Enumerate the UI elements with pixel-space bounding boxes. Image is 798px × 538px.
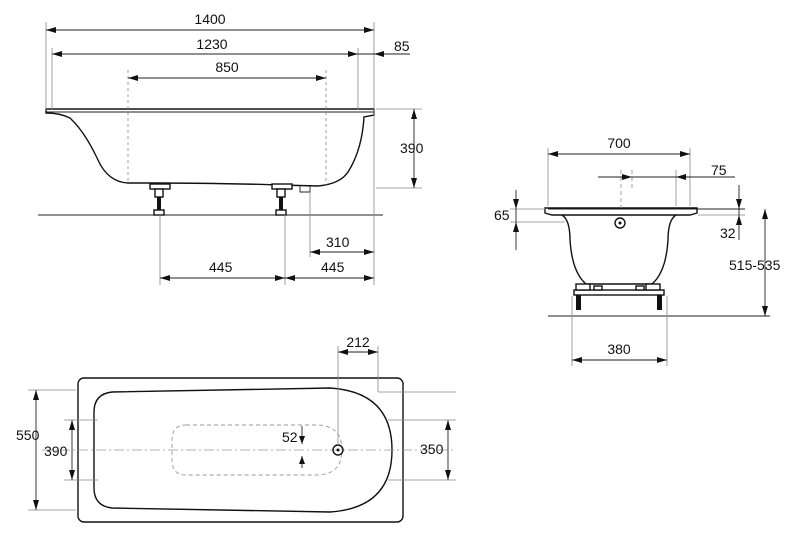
dim-drain-offset-top: 212 — [346, 334, 370, 350]
top-view-bowl-outline — [93, 387, 393, 513]
end-view-frame — [573, 283, 665, 310]
dim-overflow-offset: 75 — [711, 162, 727, 178]
dim-drain-offset-side: 310 — [326, 234, 350, 250]
top-view: 52 212 550 390 350 — [16, 334, 456, 523]
side-view-tub-outline — [45, 108, 375, 187]
side-view-drain — [299, 186, 311, 193]
dim-inner-width: 390 — [44, 443, 68, 459]
side-view: 1400 1230 85 850 390 310 445 445 — [38, 11, 424, 285]
top-view-bottom-outline — [171, 424, 343, 476]
dim-inner-length: 1230 — [196, 36, 227, 52]
dim-drain-diameter: 52 — [282, 429, 298, 445]
dim-leg-span: 380 — [607, 341, 631, 357]
end-view-overflow-hole — [614, 217, 626, 229]
dim-end-height: 515-535 — [729, 257, 781, 273]
end-view-rim — [544, 207, 698, 216]
dim-leg-to-end: 445 — [321, 259, 345, 275]
dim-depth: 390 — [400, 140, 424, 156]
dim-rim-height: 65 — [494, 207, 510, 223]
side-view-foot-left — [149, 183, 171, 216]
dim-leg-spacing: 445 — [209, 259, 233, 275]
end-view: 700 75 65 32 515-535 380 — [494, 135, 781, 366]
side-view-foot-right — [271, 183, 293, 216]
dim-end-width: 700 — [607, 135, 631, 151]
dim-outer-width: 550 — [16, 427, 40, 443]
dim-overall-length: 1400 — [194, 11, 225, 27]
dim-rim-thickness: 32 — [720, 225, 736, 241]
dim-rim-width: 85 — [394, 38, 410, 54]
end-view-tub-outline — [561, 214, 677, 285]
dim-bottom-length: 850 — [215, 59, 239, 75]
dim-end-width-top: 350 — [420, 441, 444, 457]
